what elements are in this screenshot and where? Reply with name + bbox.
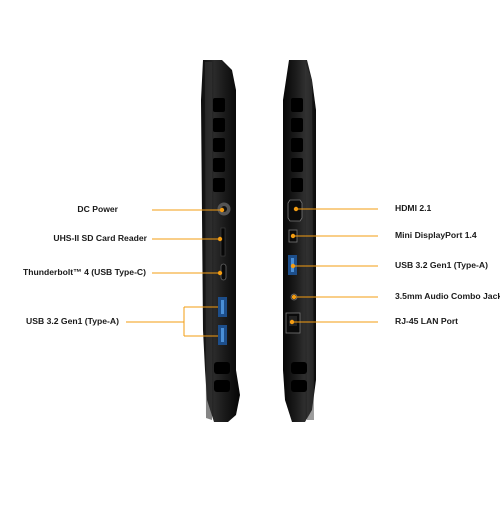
label-mini-displayport: Mini DisplayPort 1.4 (395, 230, 477, 240)
right-callouts (289, 206, 378, 325)
laptop-right-side (283, 60, 316, 422)
label-sd-card-reader: UHS-II SD Card Reader (53, 233, 147, 243)
dc-power-port-icon (217, 202, 231, 216)
label-audio-jack: 3.5mm Audio Combo Jack (395, 291, 500, 301)
label-dc-power: DC Power (77, 204, 118, 214)
label-usb-a-left: USB 3.2 Gen1 (Type-A) (26, 316, 119, 326)
left-hinge (214, 362, 230, 392)
right-hinge (291, 362, 307, 392)
sd-card-slot-icon (220, 227, 226, 257)
left-callouts (126, 207, 225, 337)
usb-a-port-icon (218, 325, 227, 345)
right-vent-grille (291, 98, 303, 192)
label-usb-a-right: USB 3.2 Gen1 (Type-A) (395, 260, 488, 270)
label-thunderbolt-4: Thunderbolt™ 4 (USB Type-C) (22, 267, 146, 277)
label-hdmi: HDMI 2.1 (395, 203, 432, 213)
left-vent-grille (213, 98, 225, 192)
usb-a-port-icon (218, 297, 227, 317)
label-rj45: RJ-45 LAN Port (395, 316, 459, 326)
